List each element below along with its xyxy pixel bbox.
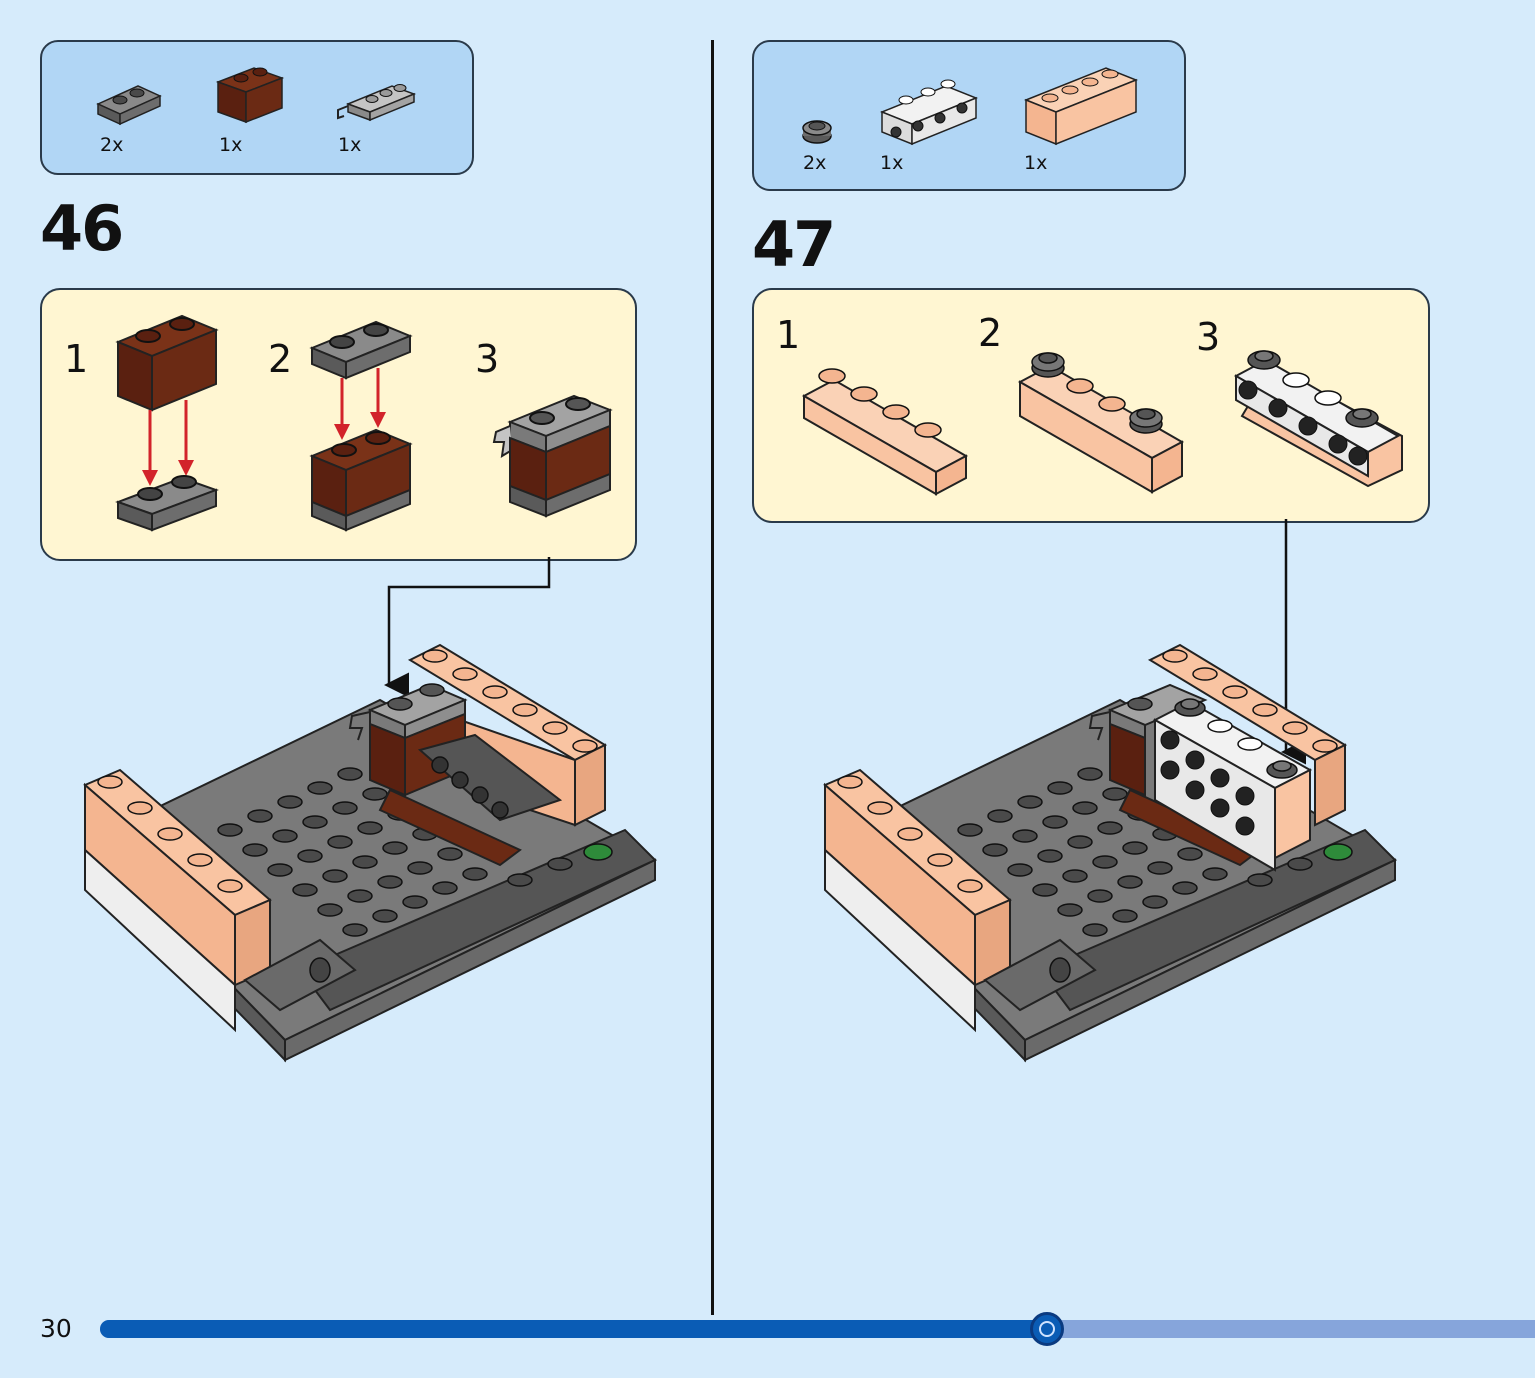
model-illustration-step-47 (823, 643, 1398, 1063)
part-qty: 2x (803, 152, 827, 174)
substep-number: 2 (268, 337, 293, 381)
substep-2-illustration (1017, 352, 1185, 494)
step-number: 47 (752, 208, 836, 281)
page-number: 30 (40, 1314, 72, 1343)
substep-number: 2 (978, 311, 1003, 355)
substep-box-step-47: 1 2 3 (752, 288, 1430, 523)
part-qty: 2x (100, 134, 124, 156)
white-bracket-plate-icon (879, 79, 979, 146)
substep-number: 3 (1196, 315, 1221, 359)
part-qty: 1x (1024, 152, 1048, 174)
gray-plate-clip-icon (337, 84, 417, 122)
substep-number: 1 (64, 337, 89, 381)
substep-number: 1 (776, 313, 801, 357)
substep-3-illustration (1233, 350, 1403, 488)
dark-gray-plate-1x2-icon (96, 85, 162, 126)
progress-fill (100, 1320, 1047, 1338)
parts-box-step-47: 2x 1x 1x (752, 40, 1186, 191)
substep-1-illustration (115, 314, 219, 532)
part-qty: 1x (219, 134, 243, 156)
round-plate-1x1-icon (802, 120, 832, 144)
page-divider (711, 40, 714, 1315)
substep-1-illustration (801, 368, 969, 496)
model-illustration-step-46 (83, 643, 658, 1063)
brown-brick-1x2-icon (215, 67, 285, 124)
substep-2-illustration (309, 320, 413, 532)
substep-number: 3 (475, 337, 500, 381)
part-qty: 1x (880, 152, 904, 174)
substep-3-illustration (492, 394, 613, 518)
part-qty: 1x (338, 134, 362, 156)
progress-knob[interactable] (1030, 1312, 1064, 1346)
tan-brick-1x4-icon (1023, 67, 1139, 146)
step-number: 46 (40, 192, 124, 265)
parts-box-step-46: 2x 1x 1x (40, 40, 474, 175)
substep-box-step-46: 1 2 3 (40, 288, 637, 561)
